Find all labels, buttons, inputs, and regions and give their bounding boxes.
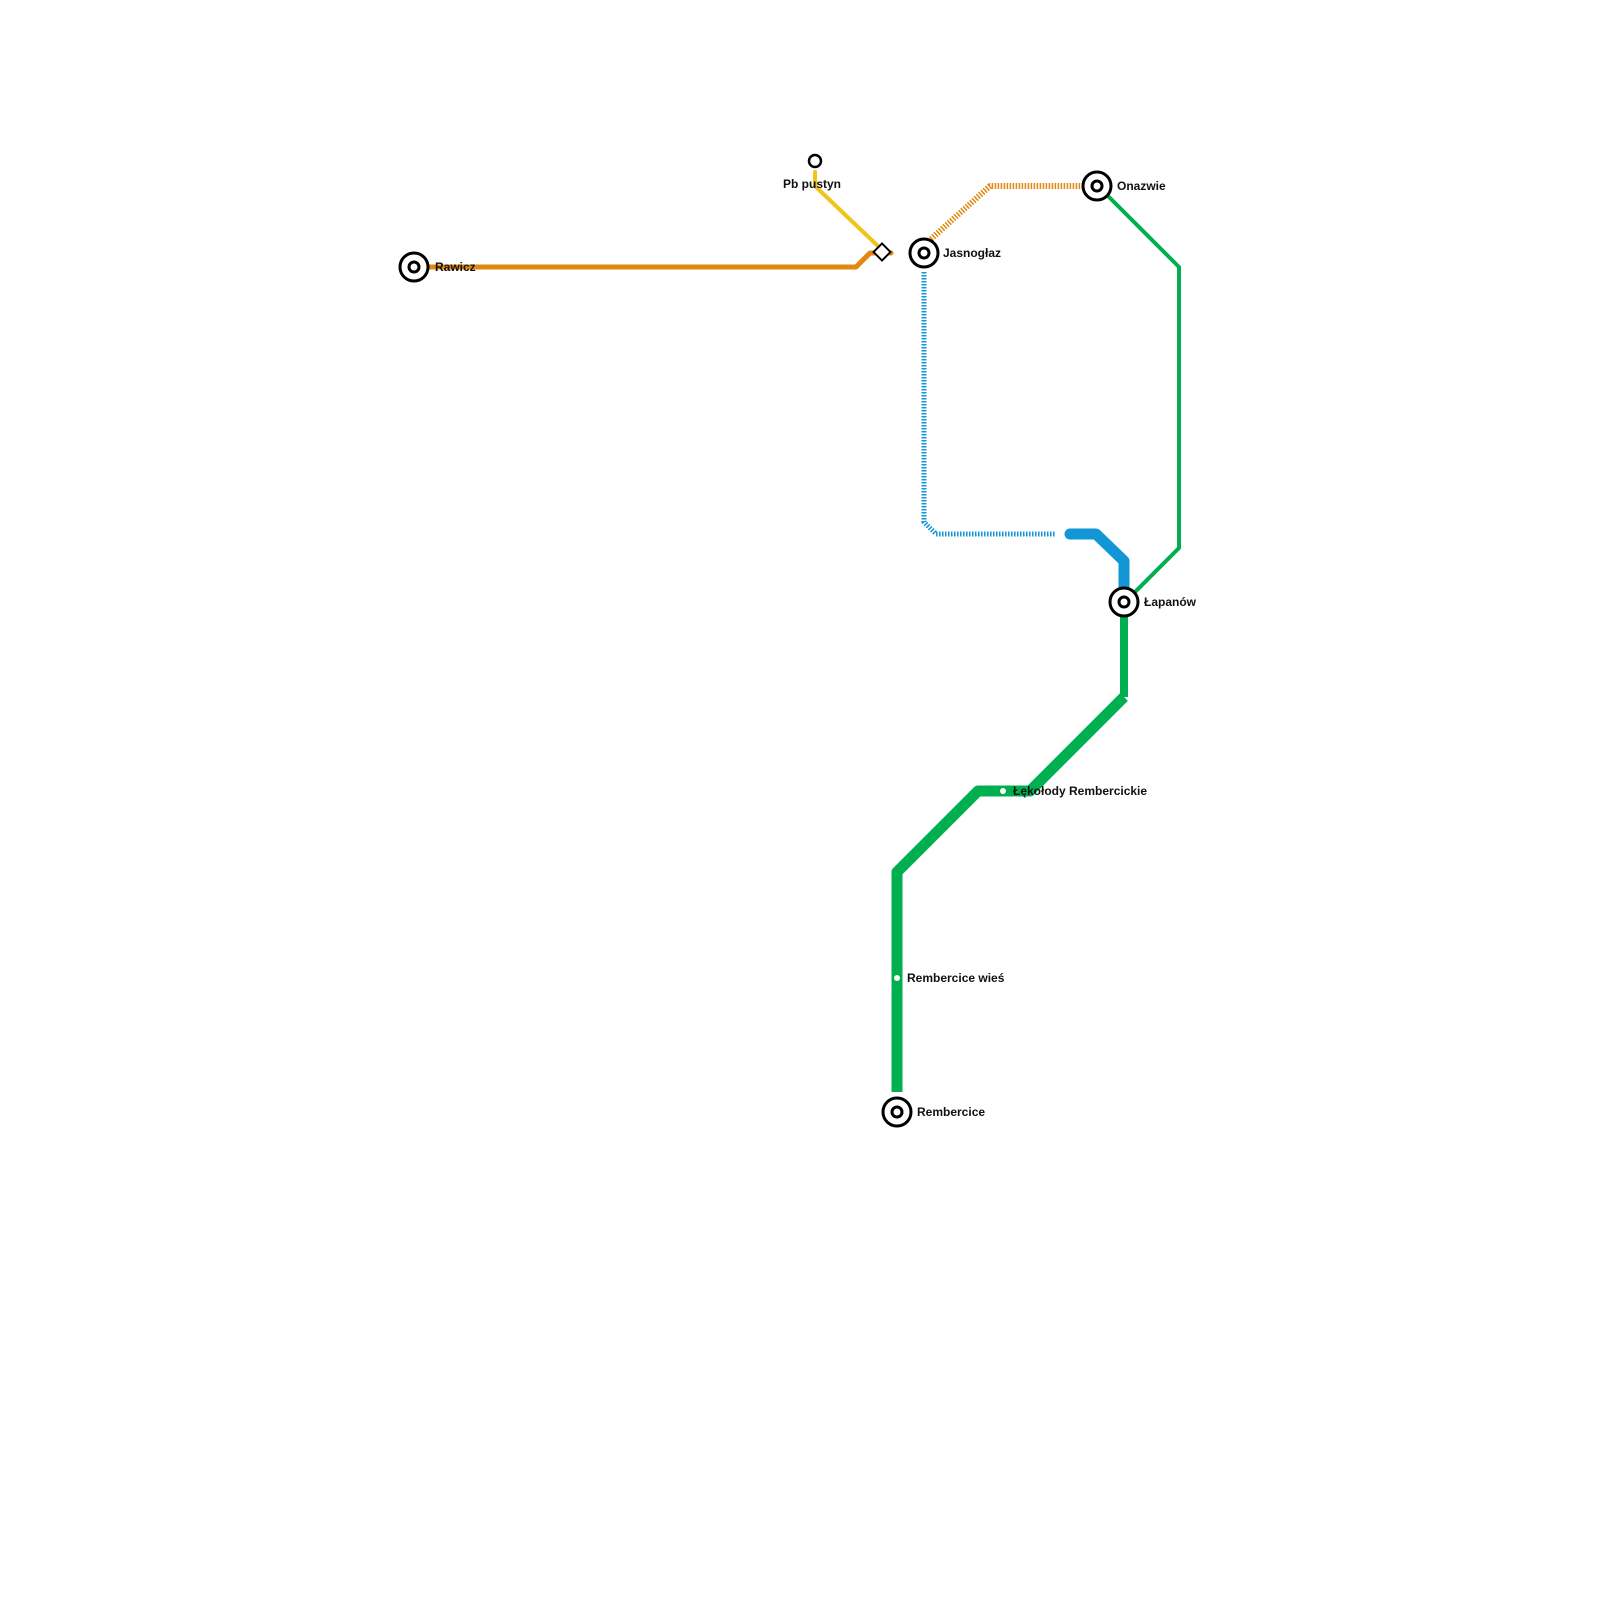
stop-dot-icon <box>894 975 900 981</box>
station-label: Rembercice <box>917 1105 985 1119</box>
station-rembercice-wies[interactable]: Rembercice wieś <box>894 971 1005 985</box>
line-segments <box>411 170 1181 1092</box>
yellow-line <box>813 170 882 250</box>
station-lekolody[interactable]: Łękołody Rembercickie <box>1000 784 1147 798</box>
interchange-inner-icon <box>1117 595 1131 609</box>
orange-line <box>411 250 894 270</box>
interchange-inner-icon <box>407 260 421 274</box>
station-label: Rawicz <box>435 260 476 274</box>
diamond-junction-icon <box>872 242 892 262</box>
junction-marker[interactable] <box>872 242 892 262</box>
station-label: Jasnogłaz <box>943 246 1001 260</box>
interchange-inner-icon <box>1090 179 1104 193</box>
station-label: Łękołody Rembercickie <box>1013 784 1147 798</box>
station-pb-pustyn[interactable]: Pb pustyn <box>783 153 841 191</box>
station-onazwie[interactable]: Onazwie <box>1081 170 1166 202</box>
green-line-thin <box>1096 184 1181 605</box>
station-lapanow[interactable]: Łapanów <box>1108 586 1197 618</box>
orange-line-planned <box>919 183 1082 250</box>
station-label: Pb pustyn <box>783 177 841 191</box>
station-label: Onazwie <box>1117 179 1166 193</box>
station-label: Łapanów <box>1144 595 1197 609</box>
station-jasnoglaz[interactable]: Jasnogłaz <box>908 237 1001 269</box>
blue-line-planned <box>921 272 1056 537</box>
terminus-icon <box>807 153 823 169</box>
station-label: Rembercice wieś <box>907 971 1005 985</box>
blue-line <box>1064 528 1130 603</box>
station-rembercice[interactable]: Rembercice <box>881 1096 985 1128</box>
interchange-inner-icon <box>890 1105 904 1119</box>
green-line-thick <box>891 693 1128 1092</box>
stop-dot-icon <box>1000 788 1006 794</box>
station-rawicz[interactable]: Rawicz <box>398 251 476 283</box>
interchange-inner-icon <box>917 246 931 260</box>
